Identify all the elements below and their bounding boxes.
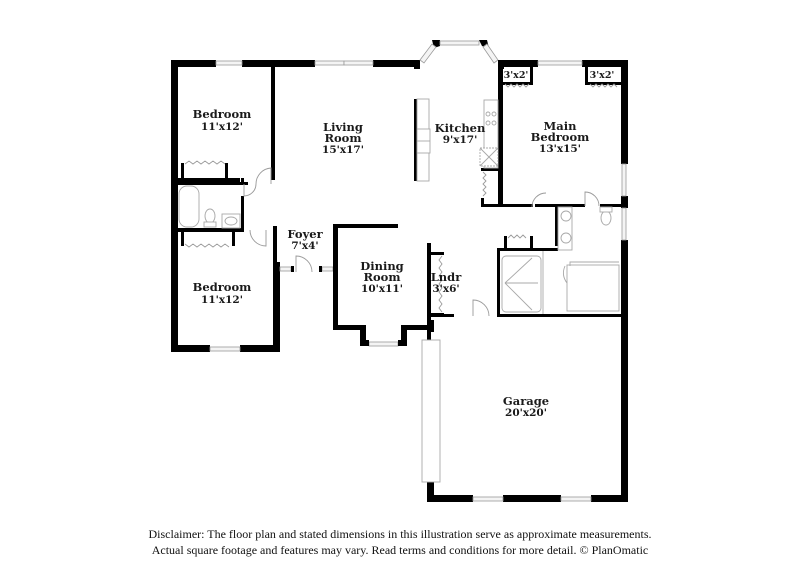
interior-walls xyxy=(178,60,628,346)
door xyxy=(249,229,267,247)
window xyxy=(472,496,504,502)
door xyxy=(255,167,272,185)
window xyxy=(537,60,583,66)
window xyxy=(314,60,345,66)
disclaimer-line-1: Disclaimer: The floor plan and stated di… xyxy=(148,527,652,541)
closet-dims-right: 3'x2' xyxy=(590,70,615,81)
room-name-main-bedroom-2: Bedroom xyxy=(531,130,590,144)
room-name-foyer: Foyer xyxy=(287,227,323,241)
window xyxy=(621,207,627,241)
room-dims-kitchen: 9'x17' xyxy=(443,134,478,146)
room-labels: Bedroom 11'x12' Living Room 15'x17' Kitc… xyxy=(193,70,615,419)
garage-door xyxy=(421,339,441,483)
window xyxy=(560,496,592,502)
door xyxy=(584,191,600,207)
door xyxy=(472,299,490,317)
room-dims-living-room: 15'x17' xyxy=(322,144,364,156)
room-dims-laundry: 3'x6' xyxy=(432,283,459,295)
fixtures xyxy=(178,98,620,483)
room-name-dining-room: Dining xyxy=(360,259,403,273)
sink xyxy=(560,210,572,222)
room-dims-dining-room: 10'x11' xyxy=(361,283,403,295)
window xyxy=(439,40,480,46)
door xyxy=(295,255,313,273)
closet-doors xyxy=(184,83,618,313)
window xyxy=(419,43,437,64)
room-name-laundry: Lndr xyxy=(431,270,462,284)
room-name-kitchen: Kitchen xyxy=(435,121,486,135)
sink xyxy=(560,232,572,244)
window xyxy=(209,346,241,352)
window xyxy=(482,43,499,64)
window xyxy=(279,266,292,272)
toilet xyxy=(600,210,612,226)
window xyxy=(321,266,334,272)
disclaimer: Disclaimer: The floor plan and stated di… xyxy=(0,526,800,558)
disclaimer-line-2: Actual square footage and features may v… xyxy=(151,543,649,557)
room-name-dining-room-2: Room xyxy=(363,270,400,284)
room-dims-main-bedroom: 13'x15' xyxy=(539,143,581,155)
room-name-living-room: Living xyxy=(323,120,363,134)
window xyxy=(215,60,243,66)
room-dims-foyer: 7'x4' xyxy=(291,240,318,252)
toilet xyxy=(204,208,216,224)
door xyxy=(531,192,547,208)
room-dims-bedroom-1: 11'x12' xyxy=(201,121,243,133)
room-name-garage: Garage xyxy=(503,394,549,408)
window xyxy=(343,60,374,66)
sink xyxy=(221,213,241,229)
shower xyxy=(501,255,542,313)
room-dims-garage: 20'x20' xyxy=(505,407,547,419)
room-dims-bedroom-2: 11'x12' xyxy=(201,294,243,306)
window xyxy=(368,341,399,347)
windows xyxy=(209,40,627,502)
room-name-bedroom-1: Bedroom xyxy=(193,107,252,121)
bathtub xyxy=(178,185,200,228)
door xyxy=(243,183,257,197)
stove-burner xyxy=(485,111,491,117)
room-name-main-bedroom: Main xyxy=(544,119,578,133)
closet-dims-left: 3'x2' xyxy=(504,70,529,81)
window xyxy=(621,163,627,197)
doors xyxy=(243,167,600,317)
bathtub xyxy=(566,264,620,312)
room-name-living-room-2: Room xyxy=(324,131,361,145)
room-name-bedroom-2: Bedroom xyxy=(193,280,252,294)
